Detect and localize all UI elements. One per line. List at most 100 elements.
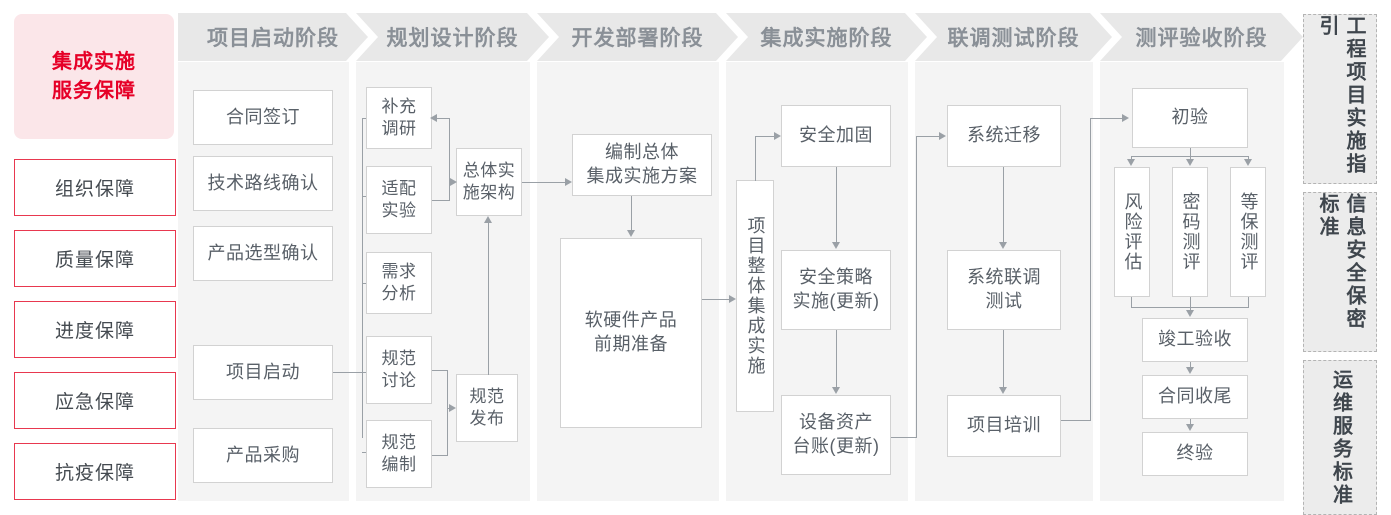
phase-header-label: 规划设计阶段 (386, 27, 519, 50)
right-rail-item-ops-standard[interactable]: 运维服务标准 (1303, 360, 1377, 515)
connector-fan-mid (1190, 156, 1191, 161)
node-project-kickoff[interactable]: 项目启动 (193, 345, 333, 400)
arrow-migration-to-test (999, 242, 1007, 249)
node-label: 设备资产 台账(更新) (792, 412, 880, 456)
node-risk-assessment[interactable]: 风险评估 (1114, 167, 1150, 297)
connector-integration-to-hardening (755, 136, 775, 137)
node-label: 软硬件产品 前期准备 (584, 310, 678, 354)
node-joint-debug-test[interactable]: 系统联调 测试 (947, 250, 1061, 330)
node-label: 编制总体 集成实施方案 (586, 142, 698, 186)
connector-risk-down (1131, 297, 1132, 308)
node-label: 技术路线确认 (207, 172, 319, 193)
node-label: 需求 分析 (381, 261, 417, 303)
arrow-to-hardening (774, 132, 781, 140)
connector-to-initial-accept (1090, 118, 1123, 119)
node-security-hardening[interactable]: 安全加固 (781, 105, 891, 167)
right-rail-item-engineering-guide[interactable]: 工程项目实施指引 (1303, 14, 1377, 184)
rail-item-schedule[interactable]: 进度保障 (14, 301, 176, 358)
node-label: 初验 (1171, 107, 1209, 128)
node-tech-route-confirm[interactable]: 技术路线确认 (193, 156, 333, 211)
rail-item-organization[interactable]: 组织保障 (14, 159, 176, 216)
right-rail-label: 运维服务标准 (1329, 368, 1352, 507)
rail-item-label: 抗疫保障 (54, 463, 135, 484)
rail-item-epidemic[interactable]: 抗疫保障 (14, 443, 176, 500)
node-contract-signing[interactable]: 合同签订 (193, 90, 333, 145)
node-supplementary-research[interactable]: 补充 调研 (366, 87, 432, 149)
node-requirement-analysis[interactable]: 需求 分析 (366, 252, 432, 314)
node-crypto-evaluation[interactable]: 密码测评 (1172, 167, 1208, 297)
phase-header-5[interactable]: 联调测试阶段 (915, 13, 1112, 61)
connector-trunk-p4p5 (916, 136, 917, 438)
arrow-to-migration (939, 132, 946, 140)
node-label: 合同收尾 (1158, 386, 1232, 407)
node-final-acceptance[interactable]: 终验 (1142, 432, 1248, 476)
phase-header-3[interactable]: 开发部署阶段 (537, 13, 738, 61)
connector-closure-to-final (1190, 419, 1191, 425)
connector-specdraft-out (432, 455, 448, 456)
right-rail-item-security-standard[interactable]: 信息安全保密标准 (1303, 192, 1377, 352)
node-product-purchase[interactable]: 产品采购 (193, 428, 333, 483)
arrow-closure-to-final (1186, 424, 1194, 431)
arrow-to-risk (1127, 159, 1135, 166)
node-security-policy[interactable]: 安全策略 实施(更新) (781, 250, 891, 330)
node-hw-sw-preparation[interactable]: 软硬件产品 前期准备 (560, 238, 702, 428)
node-label: 合同签订 (226, 106, 300, 127)
arrow-policy-to-ledger (832, 387, 840, 394)
node-overall-integration[interactable]: 项目整体集成实施 (736, 180, 774, 412)
node-project-training[interactable]: 项目培训 (947, 395, 1061, 457)
connector-trunk-p1p2 (362, 118, 363, 438)
arrow-test-to-training (999, 387, 1007, 394)
node-spec-drafting[interactable]: 规范 编制 (366, 420, 432, 488)
phase-header-4[interactable]: 集成实施阶段 (726, 13, 927, 61)
connector-adapt-out (432, 200, 450, 201)
node-label: 安全策略 实施(更新) (792, 267, 880, 311)
node-spec-release[interactable]: 规范 发布 (456, 374, 518, 442)
node-product-selection[interactable]: 产品选型确认 (193, 226, 333, 281)
connector-bracket-release (447, 370, 448, 456)
node-initial-acceptance[interactable]: 初验 (1132, 88, 1248, 148)
connector-ledger-out (891, 437, 917, 438)
connector-fan-right (1248, 156, 1249, 161)
node-label: 竣工验收 (1158, 329, 1232, 350)
node-spec-discussion[interactable]: 规范 讨论 (366, 336, 432, 404)
phase-header-label: 开发部署阶段 (571, 27, 704, 50)
phase-header-label: 项目启动阶段 (207, 27, 339, 50)
node-mlps-evaluation[interactable]: 等保测评 (1230, 167, 1266, 297)
connector-kickoff-out (333, 372, 363, 373)
node-label: 项目整体集成实施 (745, 216, 766, 376)
connector-to-migration (916, 136, 940, 137)
arrow-to-mlps (1244, 159, 1252, 166)
right-rail-label: 信息安全保密标准 (1316, 193, 1365, 331)
arrow-completion-to-closure (1186, 367, 1194, 374)
node-adaptation-experiment[interactable]: 适配 实验 (366, 166, 432, 234)
connector-migration-to-test (1003, 167, 1004, 243)
node-label: 风险评估 (1122, 192, 1143, 272)
node-system-migration[interactable]: 系统迁移 (947, 105, 1061, 167)
rail-item-label: 质量保障 (54, 250, 135, 271)
phase-header-2[interactable]: 规划设计阶段 (356, 13, 549, 61)
node-asset-ledger[interactable]: 设备资产 台账(更新) (781, 395, 891, 475)
left-rail: 集成实施 服务保障 组织保障 质量保障 进度保障 应急保障 抗疫保障 (14, 14, 176, 501)
phase-header-1[interactable]: 项目启动阶段 (178, 13, 368, 61)
connector-plan-to-prep (631, 196, 632, 231)
right-rail: 工程项目实施指引 信息安全保密标准 运维服务标准 (1303, 14, 1377, 515)
node-contract-closure[interactable]: 合同收尾 (1142, 375, 1248, 419)
left-rail-title-line-2: 服务保障 (52, 79, 136, 102)
arrow-release-in (449, 404, 456, 412)
rail-item-quality[interactable]: 质量保障 (14, 230, 176, 287)
connector-release-to-arch (488, 223, 489, 375)
arrow-p3-to-p4 (729, 295, 736, 303)
left-rail-title-line-1: 集成实施 (52, 50, 136, 73)
node-completion-acceptance[interactable]: 竣工验收 (1142, 318, 1248, 362)
rail-item-emergency[interactable]: 应急保障 (14, 372, 176, 429)
node-label: 产品选型确认 (207, 242, 319, 263)
connector-bracket-arch (449, 118, 450, 201)
phase-header-6[interactable]: 测评验收阶段 (1100, 13, 1303, 61)
connector-trunk-p5p6 (1090, 118, 1091, 421)
node-label: 规范 编制 (381, 432, 417, 474)
arrow-to-completion (1186, 310, 1194, 317)
node-compile-overall-plan[interactable]: 编制总体 集成实施方案 (572, 134, 712, 196)
node-overall-architecture[interactable]: 总体实 施架构 (456, 148, 522, 216)
node-label: 系统联调 测试 (967, 267, 1041, 311)
